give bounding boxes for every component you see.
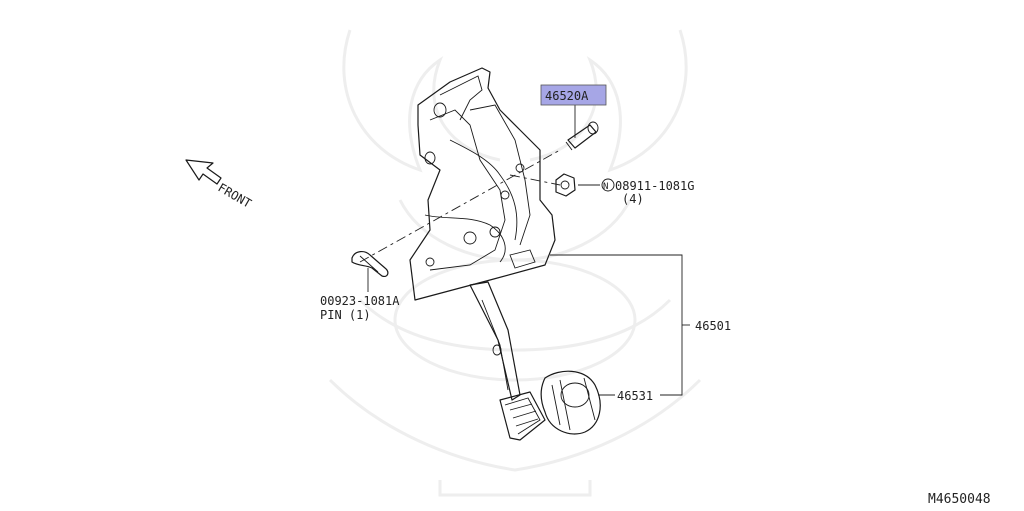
axis-line-pin — [359, 149, 561, 263]
callout-46520A[interactable]: 46520A — [545, 89, 589, 103]
front-arrow-icon — [185, 159, 222, 185]
pedal-arm — [469, 281, 521, 401]
callout-46501[interactable]: 46501 — [695, 319, 731, 333]
diagram-id: M4650048 — [928, 492, 991, 507]
highlight-box-46520A[interactable] — [540, 84, 607, 106]
nut-symbol-circle — [601, 178, 615, 192]
nut-symbol: N — [603, 182, 608, 192]
clevis-pin-46520A — [565, 121, 599, 151]
front-label: FRONT — [216, 180, 254, 210]
callout-pin-name: PIN (1) — [320, 308, 371, 322]
pin-00923-1081A — [351, 251, 389, 277]
callout-nut-number[interactable]: 08911-1081G — [615, 179, 694, 193]
callout-nut-qty: (4) — [622, 192, 644, 206]
pedal-bracket — [409, 67, 556, 301]
callout-pin-number[interactable]: 00923-1081A — [320, 294, 400, 308]
pedal-pad-46531 — [540, 370, 601, 435]
axis-line-nut — [509, 174, 561, 186]
watermark-emblem — [328, 29, 702, 497]
pedal-pad-small — [499, 391, 546, 441]
callout-46531[interactable]: 46531 — [617, 389, 653, 403]
nut-08911-1081G — [555, 173, 576, 197]
